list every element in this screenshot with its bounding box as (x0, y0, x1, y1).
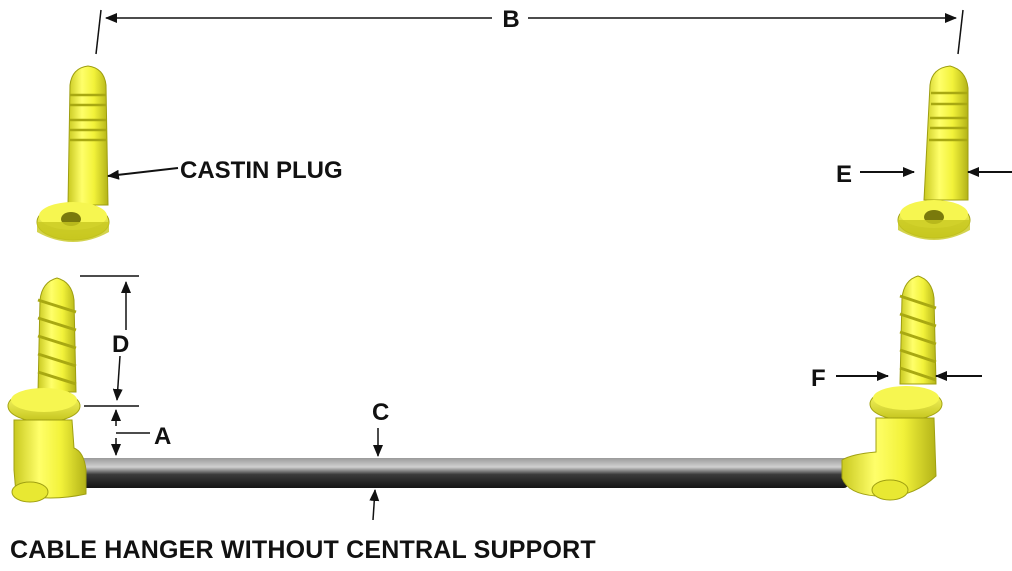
dimension-d: D (80, 275, 139, 407)
label-b: B (502, 6, 519, 33)
dimension-e: E (836, 161, 1012, 188)
dimension-b: B (95, 6, 964, 55)
dimension-a: A (111, 409, 171, 456)
hanger-end-left (7, 277, 87, 503)
diagram-caption: CABLE HANGER WITHOUT CENTRAL SUPPORT (10, 536, 596, 564)
label-a: A (154, 423, 171, 450)
castin-plug-right (897, 65, 971, 240)
label-d: D (112, 331, 129, 358)
castin-plug-left (36, 65, 110, 242)
label-castin-plug: CASTIN PLUG (180, 157, 343, 184)
label-c: C (372, 399, 389, 426)
dimension-c: C (369, 399, 389, 521)
castin-plug-label: CASTIN PLUG (107, 157, 343, 184)
dimension-f: F (811, 365, 982, 392)
hanger-end-right (841, 275, 943, 501)
label-f: F (811, 365, 826, 392)
label-e: E (836, 161, 852, 188)
cable-rod (78, 458, 848, 488)
